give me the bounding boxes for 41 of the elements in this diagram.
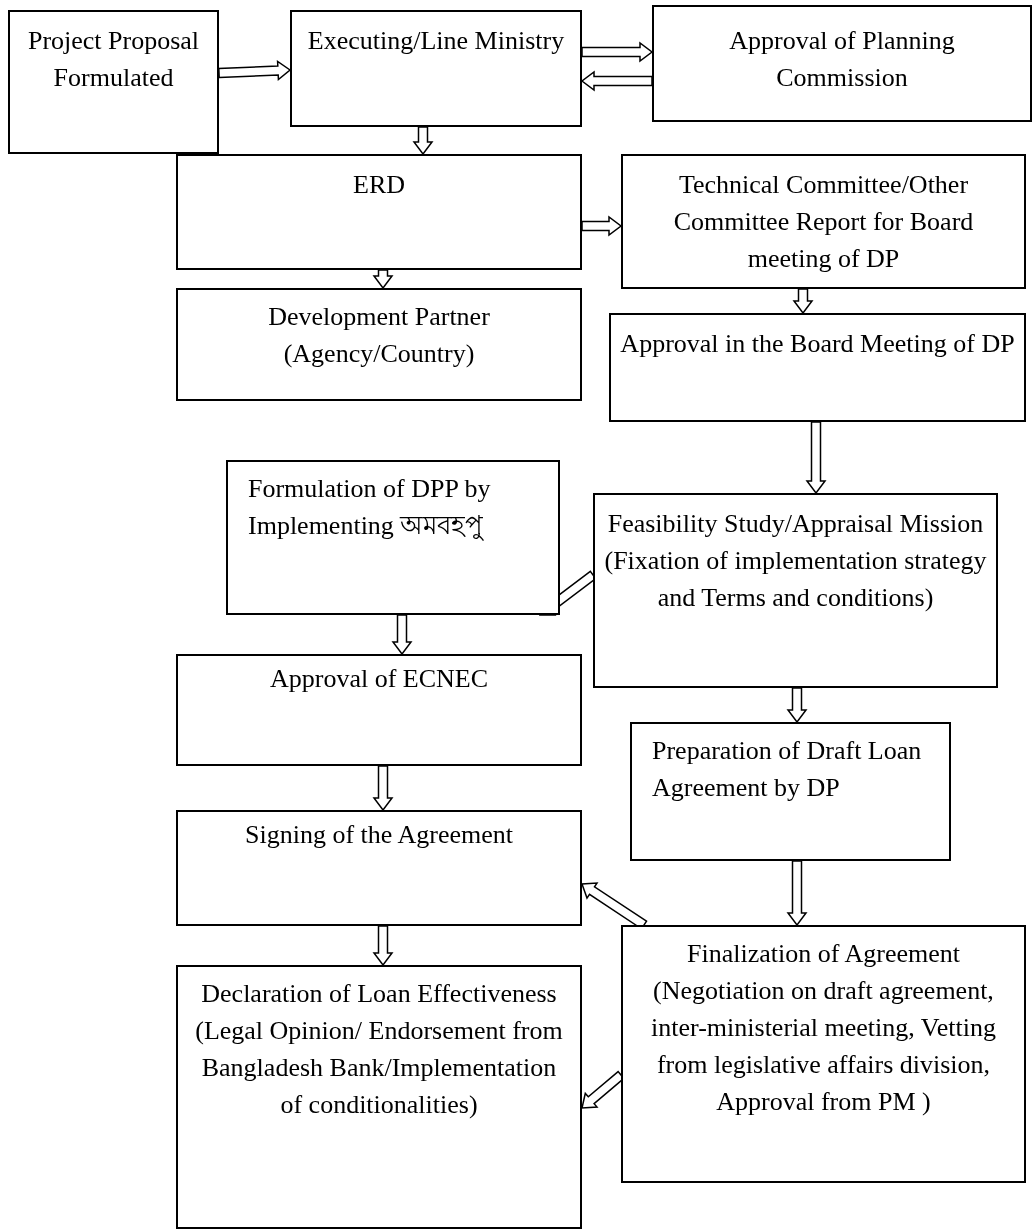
block-arrow [372,765,394,812]
process-box [176,288,582,401]
process-box [176,154,582,270]
process-box [609,313,1026,422]
process-box [621,925,1026,1183]
step-text: Formulation of DPP by Implementing অমবহপু [248,473,492,543]
step-text: Finalization of Agreement (Negotiation on draft agreement, inter-ministerial meeting, Vetting from legislative affairs division, Approval from PM ) [650,938,997,1118]
block-arrow [581,215,623,237]
block-arrow [805,421,827,495]
process-box [176,965,582,1229]
process-box [226,460,560,615]
step-text: Executing/Line Ministry [306,25,566,57]
step-text: Approval of Planning Commission [728,25,956,94]
process-box [630,722,951,861]
process-box [290,10,582,127]
step-text: Approval in the Board Meeting of DP [619,328,1016,360]
process-box [176,654,582,766]
block-arrow [218,60,292,82]
block-arrow [786,860,808,927]
process-box [8,10,219,154]
step-text: Preparation of Draft Loan Agreement by DP [652,735,923,804]
block-arrow [372,269,394,290]
block-arrow [580,70,653,92]
step-text: Project Proposal Formulated [26,25,201,94]
step-text: Declaration of Loan Effectiveness (Legal Opinion/ Endorsement from Bangladesh Bank/Implementation of conditionalities) [194,978,564,1121]
block-arrow [372,925,394,967]
step-text: Feasibility Study/Appraisal Mission (Fixation of implementation strategy and Terms and conditions) [603,508,988,614]
block-arrow [786,687,808,724]
process-box [652,5,1032,122]
block-arrow [412,126,434,156]
block-arrow [792,288,814,315]
step-text: Signing of the Agreement [244,819,514,851]
step-text: Approval of ECNEC [268,663,490,695]
process-box [176,810,582,926]
process-box [593,493,998,688]
process-box [621,154,1026,289]
block-arrow [391,614,413,656]
step-text: Development Partner (Agency/Country) [267,301,491,370]
block-arrow [581,41,654,63]
step-text: Technical Committee/Other Committee Report for Board meeting of DP [672,169,975,275]
step-text: ERD [352,169,406,201]
